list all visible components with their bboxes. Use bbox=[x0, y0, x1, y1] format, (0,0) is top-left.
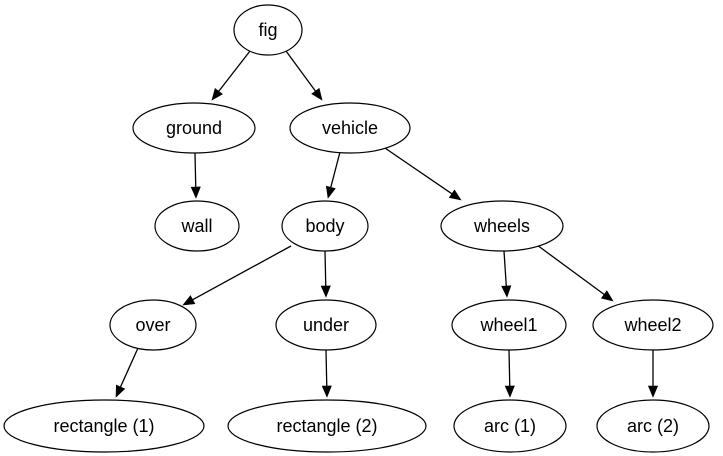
graph-node[interactable]: arc (2) bbox=[596, 399, 710, 453]
node-label: under bbox=[303, 315, 349, 335]
nodes-layer: fig ground vehicle wall body wheels over under w… bbox=[3, 4, 714, 453]
graph-node[interactable]: fig bbox=[233, 4, 303, 56]
edge-arrowhead-icon bbox=[647, 385, 659, 398]
graph-node[interactable]: ground bbox=[132, 102, 256, 154]
edge-arrowhead-icon bbox=[190, 186, 201, 199]
node-ellipse[interactable] bbox=[451, 299, 567, 351]
edge-line bbox=[217, 50, 251, 94]
node-label: wheels bbox=[473, 216, 530, 236]
edge-line bbox=[285, 50, 318, 94]
node-label: vehicle bbox=[322, 118, 378, 138]
graph-edge bbox=[321, 349, 332, 398]
edge-arrowhead-icon bbox=[600, 290, 614, 302]
node-label: over bbox=[135, 315, 170, 335]
graph-edge bbox=[285, 50, 323, 101]
graph-node[interactable]: arc (1) bbox=[453, 399, 567, 453]
node-ellipse[interactable] bbox=[3, 399, 205, 453]
edge-line bbox=[194, 152, 197, 190]
node-label: rectangle (2) bbox=[276, 416, 377, 436]
edge-arrowhead-icon bbox=[311, 87, 323, 101]
node-ellipse[interactable] bbox=[453, 399, 567, 453]
node-ellipse[interactable] bbox=[132, 102, 256, 154]
edge-line bbox=[508, 349, 511, 389]
edge-arrowhead-icon bbox=[211, 87, 223, 101]
edge-line bbox=[325, 349, 328, 389]
graph-edge bbox=[320, 250, 331, 298]
node-ellipse[interactable] bbox=[440, 200, 564, 252]
edge-arrowhead-icon bbox=[115, 384, 126, 398]
graph-node[interactable]: rectangle (2) bbox=[227, 399, 427, 453]
edges-layer bbox=[115, 50, 659, 398]
graph-node[interactable]: wall bbox=[154, 200, 240, 252]
edge-arrowhead-icon bbox=[321, 385, 332, 398]
graph-node[interactable]: over bbox=[109, 299, 197, 351]
edge-line bbox=[536, 244, 607, 297]
edge-arrowhead-icon bbox=[182, 295, 196, 306]
edge-line bbox=[503, 250, 508, 289]
graph-edge bbox=[381, 145, 462, 201]
graph-edge bbox=[501, 250, 512, 298]
node-ellipse[interactable] bbox=[596, 399, 710, 453]
graph-edge bbox=[211, 50, 251, 101]
graph-edge bbox=[536, 244, 614, 302]
edge-arrowhead-icon bbox=[320, 285, 331, 298]
graph-edge bbox=[115, 347, 139, 398]
node-ellipse[interactable] bbox=[289, 102, 411, 154]
node-label: rectangle (1) bbox=[53, 416, 154, 436]
graph-node[interactable]: body bbox=[281, 200, 369, 252]
graph-edge bbox=[325, 151, 341, 199]
node-ellipse[interactable] bbox=[154, 200, 240, 252]
edge-line bbox=[190, 245, 292, 302]
node-label: arc (2) bbox=[627, 416, 679, 436]
edge-line bbox=[329, 151, 341, 190]
graph-edge bbox=[647, 350, 659, 398]
node-ellipse[interactable] bbox=[109, 299, 197, 351]
node-label: body bbox=[305, 216, 344, 236]
graph-node[interactable]: wheel1 bbox=[451, 299, 567, 351]
graph-node[interactable]: wheels bbox=[440, 200, 564, 252]
edge-arrowhead-icon bbox=[448, 189, 462, 201]
node-label: arc (1) bbox=[484, 416, 536, 436]
node-ellipse[interactable] bbox=[592, 299, 714, 351]
graph-node[interactable]: under bbox=[275, 299, 377, 351]
graph-node[interactable]: rectangle (1) bbox=[3, 399, 205, 453]
node-label: wheel2 bbox=[623, 315, 681, 335]
graph-edge bbox=[190, 152, 201, 199]
node-ellipse[interactable] bbox=[281, 200, 369, 252]
node-ellipse[interactable] bbox=[275, 299, 377, 351]
edge-arrowhead-icon bbox=[325, 185, 336, 199]
node-label: wheel1 bbox=[479, 315, 537, 335]
graph-node[interactable]: wheel2 bbox=[592, 299, 714, 351]
node-ellipse[interactable] bbox=[233, 4, 303, 56]
node-label: fig bbox=[258, 20, 277, 40]
node-label: ground bbox=[166, 118, 222, 138]
edge-line bbox=[381, 145, 454, 196]
graph-edge bbox=[504, 349, 515, 398]
edge-arrowhead-icon bbox=[504, 385, 515, 398]
node-ellipse[interactable] bbox=[227, 399, 427, 453]
graph-edge bbox=[182, 245, 292, 306]
edge-arrowhead-icon bbox=[501, 285, 512, 298]
graph-node[interactable]: vehicle bbox=[289, 102, 411, 154]
edge-line bbox=[324, 250, 327, 289]
node-label: wall bbox=[180, 216, 212, 236]
edge-line bbox=[119, 347, 139, 390]
